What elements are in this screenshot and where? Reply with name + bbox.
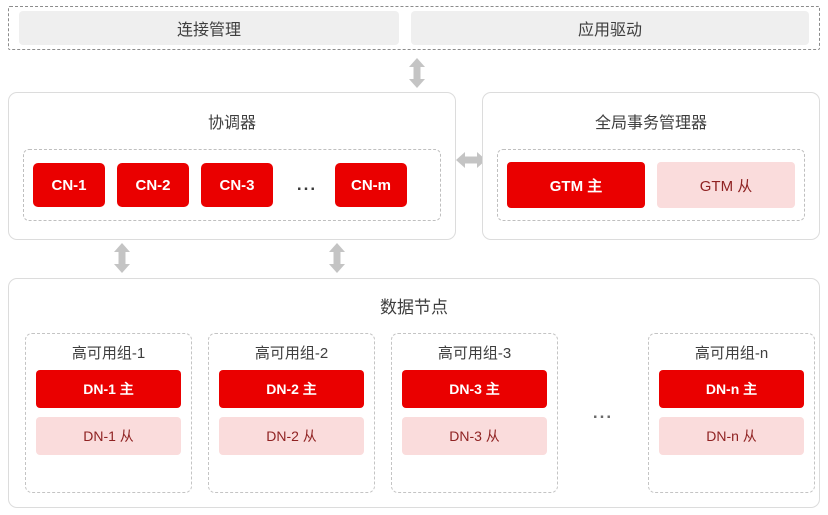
ha-group-2-title: 高可用组-2	[254, 345, 329, 362]
dn-primary-2[interactable]: DN-2 主	[219, 370, 364, 408]
coordinator-panel: 协调器 CN-1 CN-2 CN-3 ... CN-m	[8, 92, 456, 240]
dn-standby-3[interactable]: DN-3 从	[402, 417, 547, 455]
cn-node-1[interactable]: CN-1	[33, 163, 105, 207]
data-nodes-title: 数据节点	[380, 298, 448, 317]
middle-row: 协调器 CN-1 CN-2 CN-3 ... CN-m	[0, 92, 828, 240]
cn-node-m[interactable]: CN-m	[335, 163, 407, 207]
cn-node-3-label: CN-3	[219, 176, 255, 194]
dn-primary-n-label: DN-n 主	[705, 381, 758, 397]
dn-standby-3-label: DN-3 从	[449, 428, 500, 444]
gtm-node-group: GTM 主 GTM 从	[497, 149, 805, 221]
dn-standby-2[interactable]: DN-2 从	[219, 417, 364, 455]
dn-primary-2-label: DN-2 主	[266, 381, 317, 397]
application-driver-box: 应用驱动	[411, 11, 809, 45]
dn-standby-2-label: DN-2 从	[266, 428, 317, 444]
gtm-panel: 全局事务管理器 GTM 主 GTM 从	[482, 92, 820, 240]
connection-management-label: 连接管理	[176, 22, 241, 39]
dn-primary-3-label: DN-3 主	[449, 381, 500, 397]
cn-node-m-label: CN-m	[351, 176, 391, 194]
dn-standby-n[interactable]: DN-n 从	[659, 417, 804, 455]
access-layer-band: 连接管理 应用驱动	[8, 6, 820, 50]
gtm-primary-node[interactable]: GTM 主	[507, 162, 645, 208]
dn-primary-1-label: DN-1 主	[83, 381, 134, 397]
ha-group-3-title: 高可用组-3	[437, 345, 512, 362]
dn-primary-3[interactable]: DN-3 主	[402, 370, 547, 408]
coordinator-title: 协调器	[207, 115, 256, 132]
cn-node-2-label: CN-2	[135, 176, 171, 194]
gtm-standby-label: GTM 从	[699, 177, 753, 195]
gtm-primary-label: GTM 主	[549, 177, 603, 195]
cn-node-2[interactable]: CN-2	[117, 163, 189, 207]
cn-node-3[interactable]: CN-3	[201, 163, 273, 207]
arrow-coordinator-to-datanodes-left-icon	[112, 243, 132, 273]
data-nodes-panel: 数据节点 高可用组-1 DN-1 主 DN-1 从 高可用组-2 DN-2 主 …	[8, 278, 820, 508]
dn-standby-1[interactable]: DN-1 从	[36, 417, 181, 455]
cn-nodes-ellipsis: ...	[296, 175, 318, 194]
ha-group-3: 高可用组-3 DN-3 主 DN-3 从	[391, 333, 558, 493]
coordinator-node-group: CN-1 CN-2 CN-3 ... CN-m	[23, 149, 441, 221]
arrow-coordinator-to-datanodes-right-icon	[327, 243, 347, 273]
dn-primary-n[interactable]: DN-n 主	[659, 370, 804, 408]
ha-group-2: 高可用组-2 DN-2 主 DN-2 从	[208, 333, 375, 493]
dn-standby-1-label: DN-1 从	[83, 428, 134, 444]
dn-primary-1[interactable]: DN-1 主	[36, 370, 181, 408]
cn-node-1-label: CN-1	[51, 176, 87, 194]
ha-group-1-title: 高可用组-1	[71, 345, 146, 362]
dn-standby-n-label: DN-n 从	[706, 428, 757, 444]
arrow-band-to-coordinator-icon	[407, 58, 427, 88]
application-driver-label: 应用驱动	[577, 22, 642, 39]
gtm-standby-node[interactable]: GTM 从	[657, 162, 795, 208]
ha-group-n-title: 高可用组-n	[694, 345, 769, 362]
gtm-title: 全局事务管理器	[594, 115, 707, 132]
ha-group-1: 高可用组-1 DN-1 主 DN-1 从	[25, 333, 192, 493]
ha-groups-container: 高可用组-1 DN-1 主 DN-1 从 高可用组-2 DN-2 主 DN-2 …	[25, 333, 815, 493]
arrow-coordinator-to-gtm-icon	[456, 150, 486, 170]
ha-groups-ellipsis: ...	[592, 403, 614, 422]
ha-group-n: 高可用组-n DN-n 主 DN-n 从	[648, 333, 815, 493]
connection-management-box: 连接管理	[19, 11, 399, 45]
